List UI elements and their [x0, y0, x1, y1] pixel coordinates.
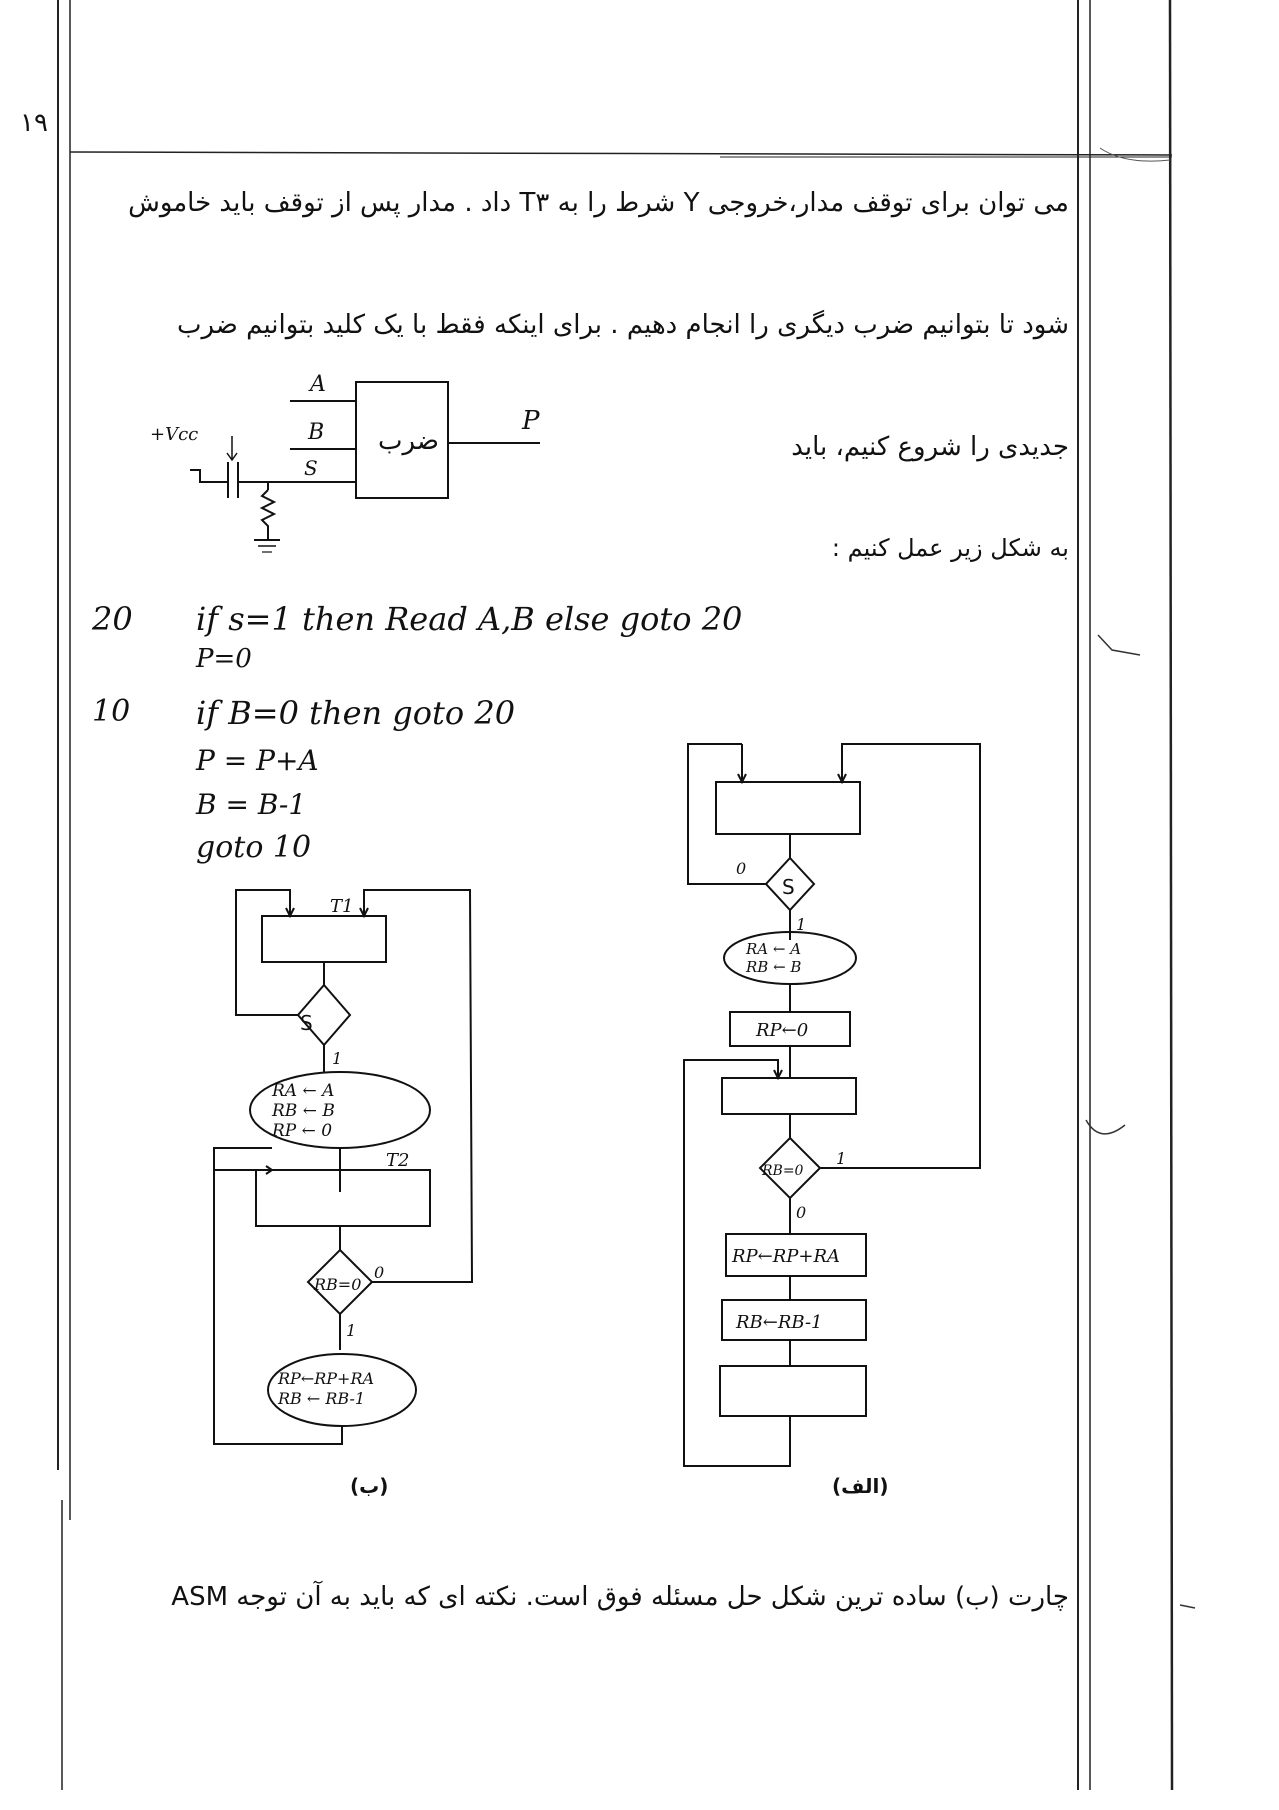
paragraph-line-4: به شکل زیر عمل کنیم :: [831, 534, 1069, 562]
algo-line-num-20: 20: [92, 600, 133, 638]
input-s-label: S: [304, 456, 318, 480]
algo-line-2: P=0: [196, 644, 252, 674]
output-p-label: P: [522, 406, 540, 436]
paragraph-line-2: شود تا بتوانیم ضرب دیگری را انجام دهیم .…: [176, 310, 1069, 340]
algo-line-num-10: 10: [92, 694, 131, 729]
input-b-label: B: [308, 420, 325, 445]
paragraph-line-3: جدیدی را شروع کنیم، باید: [791, 432, 1069, 462]
algo-line-3: if B=0 then goto 20: [196, 694, 516, 732]
algo-line-1: if s=1 then Read A,B else goto 20: [196, 600, 743, 638]
algo-line-5: B = B-1: [196, 788, 307, 821]
algo-line-4: P = P+A: [196, 744, 319, 777]
paragraph-line-1: می توان برای توقف مدار،خروجی Y شرط را به…: [128, 188, 1069, 218]
footer-paragraph-line: ASM چارت (ب) ساده ترین شکل حل مسئله فوق …: [171, 1582, 1069, 1612]
vcc-label: +Vcc: [150, 424, 199, 445]
page-number: ۱۹: [20, 108, 48, 138]
algo-line-6: goto 10: [196, 830, 312, 865]
chart-a-caption: (الف): [832, 1474, 889, 1498]
multiplier-block-label: ضرب: [378, 426, 439, 456]
input-a-label: A: [310, 372, 326, 397]
chart-b-caption: (ب): [350, 1474, 389, 1498]
